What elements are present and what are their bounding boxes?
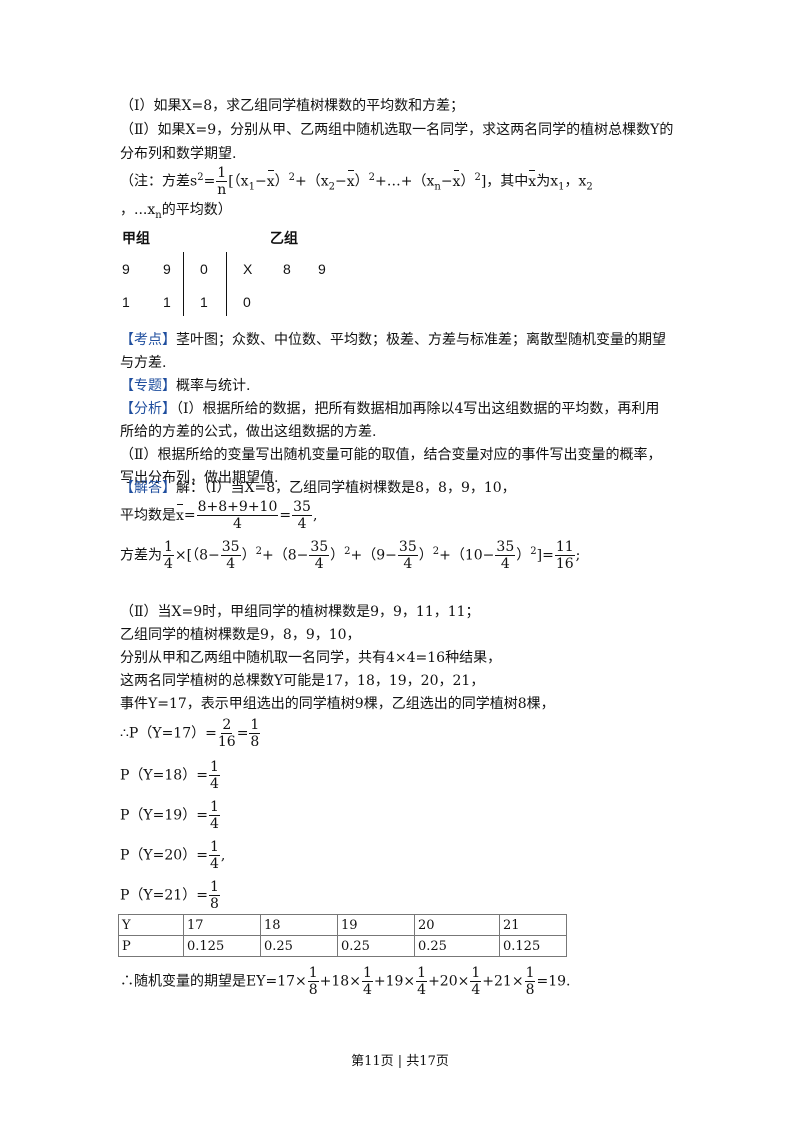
variance-note-end: ，...xn的平均数） xyxy=(120,202,232,221)
table-cell: 0.125 xyxy=(499,935,567,957)
table-cell: 19 xyxy=(337,914,415,936)
leaf-left: 1 xyxy=(163,294,171,310)
leaf-right: 0 xyxy=(243,294,251,310)
fenxi-line2: 所给的方差的公式，做出这组数据的方差. xyxy=(120,424,377,440)
table-cell: 0.25 xyxy=(337,935,415,957)
table-cell: 0.125 xyxy=(183,935,261,957)
jieda-tag: 【解答】 xyxy=(120,480,176,496)
table-cell: 18 xyxy=(260,914,338,936)
problem-part1: （Ⅰ）如果X=8，求乙组同学植树棵数的平均数和方差； xyxy=(120,98,465,114)
table-cell: 17 xyxy=(183,914,261,936)
fenxi-line1: 【分析】（Ⅰ）根据所给的数据，把所有数据相加再除以4写出这组数据的平均数，再利用 xyxy=(120,401,660,417)
part2-line4: 这两名同学植树的总棵数Y可能是17，18，19，20，21， xyxy=(120,673,485,689)
fenxi-line3: （Ⅱ）根据所给的变量写出随机变量可能的取值，结合变量对应的事件写出变量的概率， xyxy=(120,447,662,463)
stem-divider-left xyxy=(183,252,184,316)
kaodian-tag: 【考点】 xyxy=(120,332,176,348)
fenxi-tag: 【分析】 xyxy=(120,401,176,417)
zhuanti-tag: 【专题】 xyxy=(120,378,176,394)
part2-line2: 乙组同学的植树棵数是9，8，9，10， xyxy=(120,627,361,643)
leaf-right: 8 xyxy=(283,261,291,277)
fenxi-line4: 写出分布列，做出期望值. xyxy=(120,470,279,486)
part2-line5: 事件Y=17，表示甲组选出的同学植树9棵，乙组选出的同学植树8棵， xyxy=(120,696,555,712)
leaf-left: 9 xyxy=(163,261,171,277)
stem-value: 0 xyxy=(200,261,208,277)
part2-line3: 分别从甲和乙两组中随机取一名同学，共有4×4=16种结果， xyxy=(120,650,502,666)
kaodian-line2: 与方差. xyxy=(120,355,167,371)
zhuanti-line: 【专题】概率与统计. xyxy=(120,378,251,394)
part2-line1: （Ⅱ）当X=9时，甲组同学的植树棵数是9，9，11，11； xyxy=(120,604,480,620)
table-row: P 0.125 0.25 0.25 0.25 0.125 xyxy=(118,935,567,957)
problem-part2-line1: （Ⅱ）如果X=9，分别从甲、乙两组中随机选取一名同学，求这两名同学的植树总棵数Y… xyxy=(120,122,674,138)
kaodian-line1: 【考点】茎叶图；众数、中位数、平均数；极差、方差与标准差；离散型随机变量的期望 xyxy=(120,332,666,348)
leaf-left: 9 xyxy=(122,261,130,277)
table-row: Y 17 18 19 20 21 xyxy=(118,914,567,936)
table-cell: 0.25 xyxy=(414,935,500,957)
label-jia: 甲组 xyxy=(122,230,150,246)
table-cell: 21 xyxy=(499,914,567,936)
page-footer: 第11页 | 共17页 xyxy=(351,1054,449,1069)
leaf-right: X xyxy=(243,261,253,277)
table-cell: P xyxy=(118,935,184,957)
stem-divider-right xyxy=(226,252,227,316)
table-cell: Y xyxy=(118,914,184,936)
table-cell: 0.25 xyxy=(260,935,338,957)
table-cell: 20 xyxy=(414,914,500,936)
distribution-table: Y 17 18 19 20 21 P 0.125 0.25 0.25 0.25 … xyxy=(118,914,567,957)
problem-part2-line2: 分布列和数学期望. xyxy=(120,146,237,162)
leaf-left: 1 xyxy=(122,294,130,310)
stem-value: 1 xyxy=(200,294,208,310)
leaf-right: 9 xyxy=(318,261,326,277)
label-yi: 乙组 xyxy=(270,230,298,246)
jieda-intro: 【解答】解：（Ⅰ）当X=8，乙组同学植树棵数是8，8，9，10， xyxy=(120,480,516,496)
